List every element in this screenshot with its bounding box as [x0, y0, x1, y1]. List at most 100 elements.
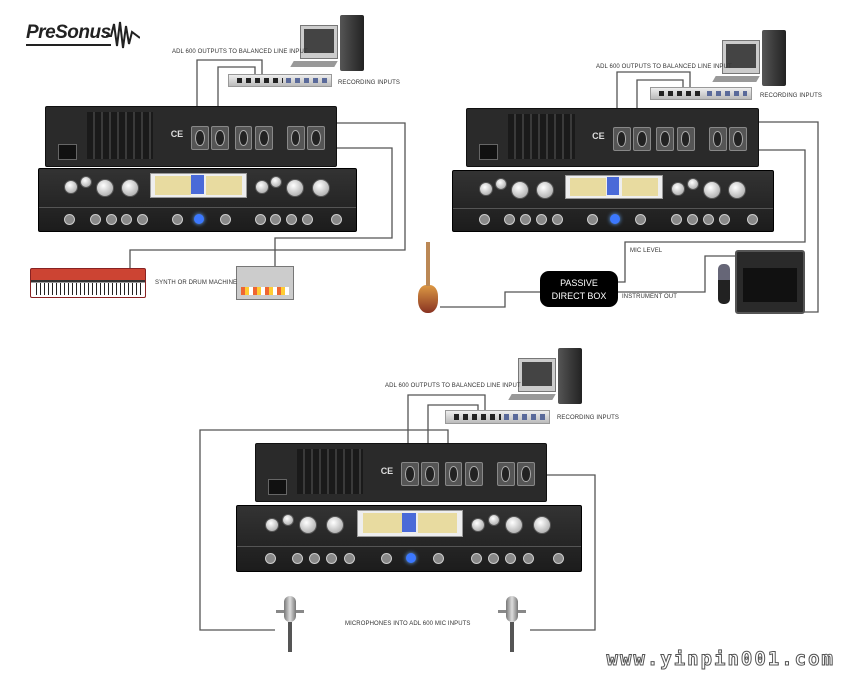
input-jack	[433, 552, 445, 564]
knob	[702, 180, 721, 199]
knob	[488, 513, 501, 526]
knob	[532, 516, 551, 535]
xlr-connector	[612, 127, 631, 151]
adl600-front-panel	[236, 505, 582, 572]
condenser-mic-left	[276, 596, 304, 654]
input-jack	[478, 214, 490, 226]
xlr-connector	[286, 125, 305, 151]
input-jack	[522, 552, 534, 564]
knob	[121, 178, 140, 197]
presonus-wave-icon	[106, 21, 140, 49]
audio-interface	[445, 410, 550, 424]
adl600-rear-panel: CE	[255, 443, 547, 502]
heatsink	[507, 113, 575, 160]
xlr-connector	[444, 462, 463, 486]
power-inlet	[267, 479, 287, 495]
cable	[616, 71, 691, 132]
cable	[440, 291, 540, 308]
xlr-connector	[632, 127, 651, 151]
input-jack	[121, 213, 133, 225]
input-jack	[488, 552, 500, 564]
passive-direct-box: PASSIVE DIRECT BOX	[540, 271, 618, 307]
adl600-front-panel	[452, 170, 774, 232]
cable	[129, 122, 406, 270]
input-jack	[302, 213, 314, 225]
condenser-mic-right	[498, 596, 526, 654]
input-jack	[553, 552, 565, 564]
knob	[298, 516, 317, 535]
input-jack	[105, 213, 117, 225]
outputs-label: ADL 600 OUTPUTS TO BALANCED LINE INPUT	[385, 383, 521, 389]
input-jack	[254, 213, 266, 225]
xlr-connector	[234, 125, 253, 151]
input-jack	[286, 213, 298, 225]
input-jack	[670, 214, 682, 226]
xlr-connector	[421, 462, 440, 486]
cable	[274, 147, 393, 268]
ce-mark: CE	[380, 465, 394, 476]
power-inlet	[478, 144, 499, 160]
xlr-connector	[254, 125, 273, 151]
adl600-rear-panel: CE	[466, 108, 759, 167]
knob	[494, 178, 507, 191]
meter-leds	[191, 175, 204, 194]
recording-inputs-label: RECORDING INPUTS	[760, 93, 822, 99]
bass-guitar	[418, 285, 438, 313]
xlr-connector	[708, 127, 727, 151]
xlr-connector	[464, 462, 483, 486]
instrument-out-label: INSTRUMENT OUT	[622, 294, 677, 300]
monitor	[518, 358, 556, 392]
knob	[536, 180, 555, 199]
xlr-connector	[211, 125, 230, 151]
keyboard	[508, 394, 556, 400]
input-jack	[292, 552, 304, 564]
adl600-front-panel	[38, 168, 357, 232]
cable	[520, 474, 596, 631]
knob	[670, 181, 685, 196]
input-jack	[264, 552, 276, 564]
cable	[217, 66, 256, 131]
input-jack	[219, 213, 231, 225]
panel-divider	[39, 207, 356, 209]
meter-leds	[606, 177, 620, 195]
knob	[728, 180, 747, 199]
presonus-logo: PreSonus	[26, 22, 111, 46]
heatsink	[86, 111, 154, 159]
drum-machine	[236, 266, 294, 300]
cable	[196, 59, 263, 131]
cable	[618, 149, 806, 283]
direct-box-line1: PASSIVE	[560, 278, 598, 288]
knob	[470, 517, 485, 532]
knob	[80, 176, 93, 189]
recording-inputs-label: RECORDING INPUTS	[557, 415, 619, 421]
monitor	[722, 40, 760, 74]
xlr-connector	[496, 462, 515, 486]
knob	[64, 180, 79, 195]
input-jack	[702, 214, 714, 226]
input-jack	[505, 552, 517, 564]
panel-divider	[453, 208, 773, 210]
outputs-label: ADL 600 OUTPUTS TO BALANCED LINE INPUT	[172, 49, 308, 55]
knob	[686, 178, 699, 191]
guitar-neck	[426, 242, 430, 286]
keyboard	[712, 76, 760, 82]
input-jack	[64, 213, 76, 225]
input-jack	[270, 213, 282, 225]
knob	[96, 178, 115, 197]
computer	[290, 15, 364, 71]
knob	[311, 178, 330, 197]
power-button	[194, 213, 205, 224]
knob	[286, 178, 305, 197]
amp-mic	[718, 264, 730, 304]
power-button	[405, 552, 416, 563]
input-jack	[747, 214, 759, 226]
computer-tower	[340, 15, 364, 71]
ce-mark: CE	[170, 129, 184, 140]
xlr-connector	[191, 125, 209, 151]
computer	[712, 30, 786, 86]
input-jack	[552, 214, 564, 226]
knob	[281, 513, 294, 526]
input-jack	[635, 214, 647, 226]
